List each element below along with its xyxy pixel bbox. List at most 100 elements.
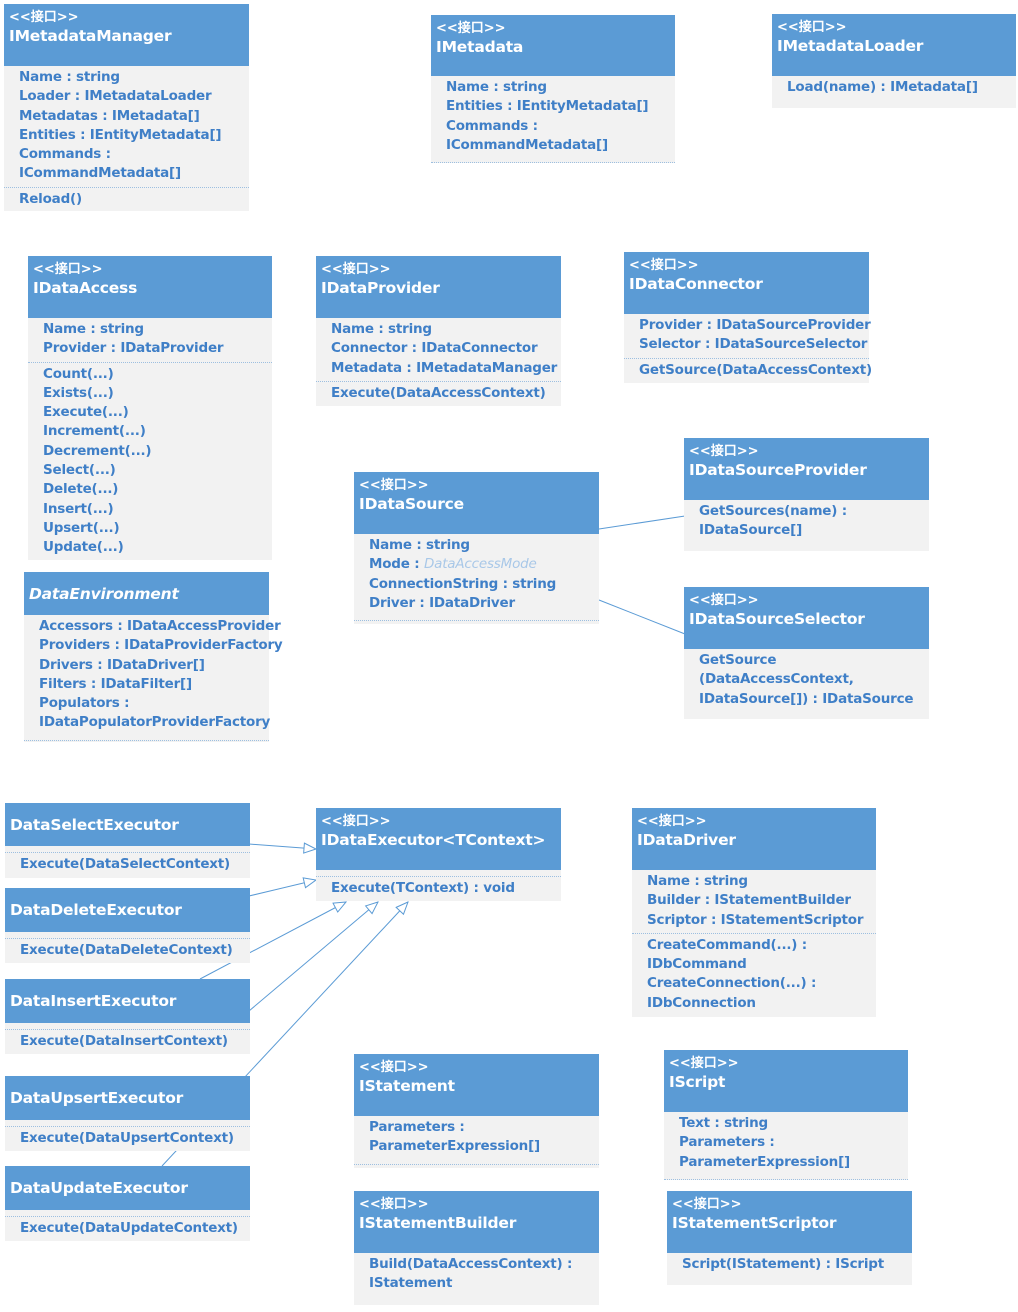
member-load-name-imetadata[interactable]: Load(name) : IMetadata[] <box>787 79 978 95</box>
stereotype-label: <<接口>> <box>689 444 759 459</box>
member-loader-imetadataloader[interactable]: Loader : IMetadataLoader <box>19 88 212 105</box>
member-idbcommand[interactable]: IDbCommand <box>647 956 747 973</box>
type-name: IDataProvider <box>321 279 440 297</box>
member-reload[interactable]: Reload() <box>19 190 82 207</box>
member-selector-idatasourceselector[interactable]: Selector : IDataSourceSelector <box>639 336 868 353</box>
member-parameters[interactable]: Parameters : <box>369 1119 465 1135</box>
member-istatement[interactable]: IStatement <box>369 1275 453 1292</box>
member-execute-dataupdatecontext[interactable]: Execute(DataUpdateContext) <box>20 1220 238 1236</box>
member-select[interactable]: Select(...) <box>43 462 116 479</box>
member-count[interactable]: Count(...) <box>43 365 114 382</box>
member-parameterexpression[interactable]: ParameterExpression[] <box>679 1153 851 1170</box>
member-createcommand[interactable]: CreateCommand(...) : <box>647 936 807 953</box>
type-name: IStatement <box>359 1077 455 1095</box>
member-execute-dataaccesscontext[interactable]: Execute(DataAccessContext) <box>331 384 546 401</box>
member-name-string[interactable]: Name : string <box>369 537 470 553</box>
member-execute-dataselectcontext[interactable]: Execute(DataSelectContext) <box>20 856 231 872</box>
member-provider-idataprovider[interactable]: Provider : IDataProvider <box>43 340 224 357</box>
member-increment[interactable]: Increment(...) <box>43 423 146 440</box>
member-execute-dataupsertcontext[interactable]: Execute(DataUpsertContext) <box>20 1130 234 1146</box>
member-name-string[interactable]: Name : string <box>19 69 120 85</box>
operations-section: Execute(DataUpsertContext) <box>5 1126 250 1151</box>
member-execute-datainsertcontext[interactable]: Execute(DataInsertContext) <box>20 1033 228 1049</box>
member-drivers-idatadriver[interactable]: Drivers : IDataDriver[] <box>39 656 205 673</box>
member-insert[interactable]: Insert(...) <box>43 500 114 517</box>
member-provider-idatasourceprovider[interactable]: Provider : IDataSourceProvider <box>639 317 871 333</box>
member-entities-ientitymetadata[interactable]: Entities : IEntityMetadata[] <box>19 126 222 143</box>
stereotype-label: <<接口>> <box>359 1060 429 1075</box>
member-idatasource[interactable]: IDataSource[] <box>699 522 803 539</box>
member-scriptor-istatementscriptor[interactable]: Scriptor : IStatementScriptor <box>647 911 864 928</box>
interface-idataexecutor[interactable]: <<接口>>IDataExecutor<TContext>Execute(TCo… <box>316 808 561 901</box>
member-update[interactable]: Update(...) <box>43 539 124 556</box>
member-metadatas-imetadata[interactable]: Metadatas : IMetadata[] <box>19 107 200 124</box>
member-decrement[interactable]: Decrement(...) <box>43 442 152 459</box>
member-parameterexpression[interactable]: ParameterExpression[] <box>369 1138 541 1155</box>
member-filters-idatafilter[interactable]: Filters : IDataFilter[] <box>39 675 192 692</box>
stereotype-label: <<接口>> <box>436 21 506 36</box>
member-idatapopulatorproviderfactory[interactable]: IDataPopulatorProviderFactory <box>39 714 271 731</box>
member-exists[interactable]: Exists(...) <box>43 384 114 401</box>
member-mode-dataaccessmode[interactable]: Mode : DataAccessMode <box>369 555 599 574</box>
member-createconnection[interactable]: CreateConnection(...) : <box>647 975 817 992</box>
member-builder-istatementbuilder[interactable]: Builder : IStatementBuilder <box>647 892 851 909</box>
member-getsources-name[interactable]: GetSources(name) : <box>699 503 847 519</box>
member-accessors-idataaccessprovider[interactable]: Accessors : IDataAccessProvider <box>39 618 281 634</box>
member-execute-datadeletecontext[interactable]: Execute(DataDeleteContext) <box>20 942 233 958</box>
member-providers-idataproviderfactory[interactable]: Providers : IDataProviderFactory <box>39 637 283 654</box>
member-connector-idataconnector[interactable]: Connector : IDataConnector <box>331 340 538 357</box>
member-execute[interactable]: Execute(...) <box>43 404 129 421</box>
member-name-string[interactable]: Name : string <box>43 321 144 337</box>
member-name-string[interactable]: Name : string <box>331 321 432 337</box>
operations-section: GetSource (DataAccessContext, IDataSource[… <box>684 649 929 712</box>
member-name-string[interactable]: Name : string <box>446 79 547 95</box>
member-getsource-dataaccesscontext[interactable]: GetSource(DataAccessContext) <box>639 361 872 378</box>
member-parameters[interactable]: Parameters : <box>679 1134 775 1151</box>
member-idbconnection[interactable]: IDbConnection <box>647 994 756 1011</box>
member-getsource[interactable]: GetSource <box>699 652 777 668</box>
member-script-istatement-iscript[interactable]: Script(IStatement) : IScript <box>682 1256 885 1272</box>
member-entities-ientitymetadata[interactable]: Entities : IEntityMetadata[] <box>446 98 649 115</box>
member-metadata-imetadatamanager[interactable]: Metadata : IMetadataManager <box>331 359 558 376</box>
member-commands[interactable]: Commands : <box>446 117 538 134</box>
member-commands[interactable]: Commands : <box>19 146 111 163</box>
member-idatasource-idatasource[interactable]: IDataSource[]) : IDataSource <box>699 690 914 707</box>
member-connectionstring-string[interactable]: ConnectionString : string <box>369 575 557 592</box>
member-populators[interactable]: Populators : <box>39 695 130 712</box>
member-driver-idatadriver[interactable]: Driver : IDataDriver <box>369 594 515 611</box>
member-build-dataaccesscontext[interactable]: Build(DataAccessContext) : <box>369 1256 573 1272</box>
box-header: <<接口>>IDataSourceSelector <box>684 587 929 649</box>
member-dataaccesscontext[interactable]: (DataAccessContext, <box>699 671 854 688</box>
box-header: DataDeleteExecutor <box>5 888 250 932</box>
member-text-string[interactable]: Text : string <box>679 1115 768 1131</box>
member-delete[interactable]: Delete(...) <box>43 481 119 498</box>
member-name-string[interactable]: Name : string <box>647 873 748 889</box>
member-execute-tcontext-void[interactable]: Execute(TContext) : void <box>331 880 515 896</box>
operations-section: Execute(DataAccessContext) <box>316 380 561 406</box>
member-icommandmetadata[interactable]: ICommandMetadata[] <box>446 136 608 153</box>
member-upsert[interactable]: Upsert(...) <box>43 519 120 536</box>
member-icommandmetadata[interactable]: ICommandMetadata[] <box>19 165 181 182</box>
